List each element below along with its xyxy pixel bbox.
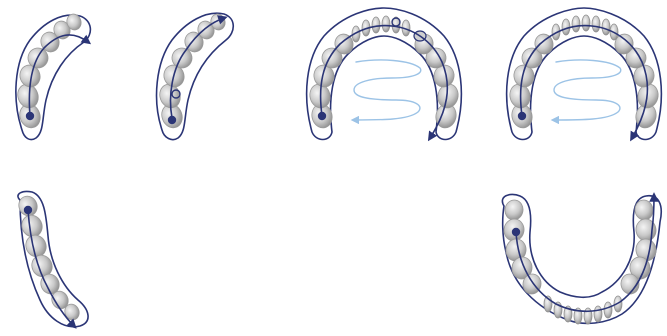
upper-left-quadrant-panel [14,12,90,139]
upper-arch-palatal-panel [307,8,462,140]
tooth [594,306,602,322]
tooth [572,16,580,32]
tooth [382,16,390,32]
upper-left-quadrant-alt-panel [156,12,233,139]
lower-arch-full-panel [502,194,661,324]
tooth [592,16,600,32]
start-point [318,112,326,120]
start-point [512,228,520,236]
palatal-path-arrow [354,60,421,120]
upper-arch-full-panel [507,8,662,140]
palatal-path-arrow [554,60,621,120]
start-point [518,112,526,120]
start-point [24,206,32,214]
start-point [26,112,34,120]
tooth [503,199,524,222]
tooth [372,17,380,33]
tooth [604,302,612,318]
start-point [168,116,176,124]
tooth [582,15,590,31]
tooth [602,19,610,35]
lower-left-quadrant-panel [16,191,88,326]
